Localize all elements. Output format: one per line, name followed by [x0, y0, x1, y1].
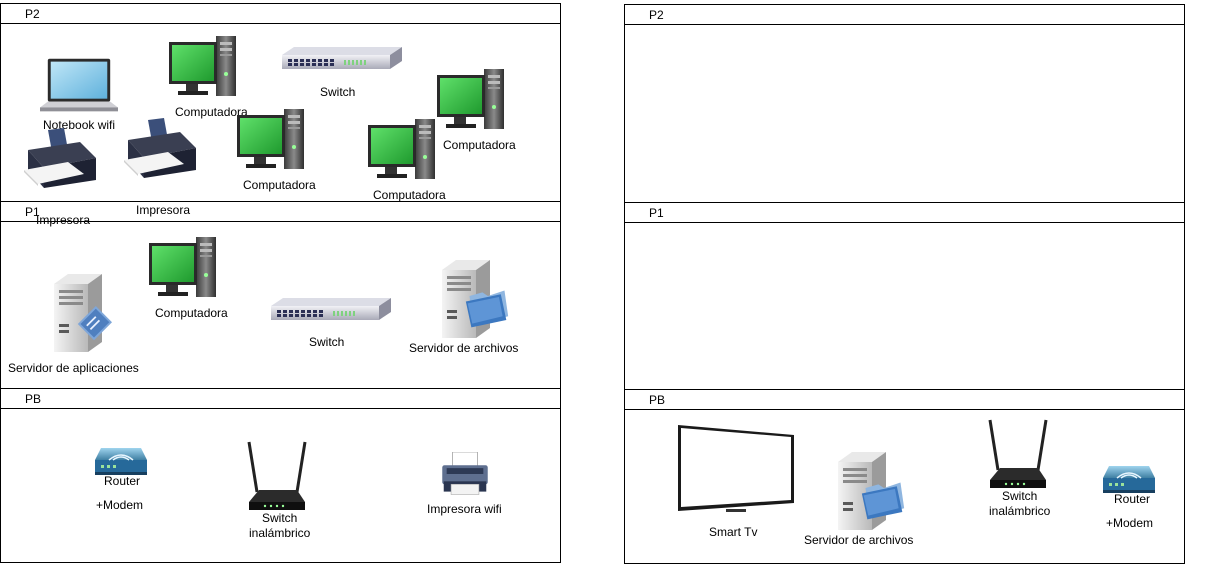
right-floor-p1-panel: [624, 202, 1185, 390]
laptop-icon: [40, 58, 118, 114]
device-label: Smart Tv: [709, 525, 758, 539]
router-icon: [1101, 464, 1157, 494]
floor-label: PB: [25, 392, 42, 406]
router-icon: [93, 446, 149, 476]
computer-icon: [367, 117, 437, 182]
device-label: Servidor de aplicaciones: [8, 361, 139, 375]
computer-icon: [168, 34, 238, 99]
device-label: Computadora: [443, 138, 516, 152]
left-floor-pb-header: PB: [0, 388, 561, 409]
folder-icon: [464, 288, 510, 328]
device-label: Computadora: [175, 105, 248, 119]
device-label: Impresora: [36, 213, 91, 227]
printer-icon: [24, 128, 100, 188]
device-label: Computadora: [373, 188, 446, 202]
floor-label: P1: [25, 205, 40, 219]
device-label: Impresora wifi: [427, 502, 502, 516]
floor-label: P1: [649, 206, 664, 220]
device-label: Impresora: [136, 203, 191, 217]
floor-label: PB: [649, 393, 666, 407]
switch-icon: [282, 47, 402, 71]
device-label: Switch: [262, 511, 298, 525]
smart-tv-icon: [676, 425, 796, 515]
device-label: Router: [104, 474, 141, 488]
device-label: +Modem: [96, 498, 144, 512]
printer-icon: [124, 118, 200, 178]
device-label: inalámbrico: [249, 526, 311, 540]
wireless-router-icon: [988, 418, 1048, 490]
device-label: Switch: [309, 335, 345, 349]
folder-icon: [860, 480, 906, 520]
right-floor-p2-header: P2: [624, 4, 1185, 25]
device-label: inalámbrico: [989, 504, 1051, 518]
computer-icon: [436, 67, 506, 132]
left-floor-p1-header: P1: [0, 201, 561, 222]
switch-icon: [271, 298, 391, 322]
computer-icon: [148, 235, 218, 300]
device-label: Switch: [320, 85, 356, 99]
device-label: Servidor de archivos: [409, 341, 519, 355]
floor-label: P2: [25, 7, 40, 21]
device-label: Computadora: [243, 178, 316, 192]
device-label: Computadora: [155, 306, 228, 320]
left-floor-p2-header: P2: [0, 3, 561, 24]
computer-icon: [236, 107, 306, 172]
device-label: Switch: [1002, 489, 1038, 503]
device-label: Servidor de archivos: [804, 533, 914, 547]
right-floor-p2-panel: [624, 4, 1185, 203]
device-label: +Modem: [1106, 516, 1154, 530]
wifi-printer-icon: [430, 452, 500, 496]
app-card-icon: [76, 306, 112, 342]
right-floor-p1-header: P1: [624, 202, 1185, 223]
floor-label: P2: [649, 8, 664, 22]
device-label: Router: [1114, 492, 1151, 506]
wireless-router-icon: [247, 440, 307, 512]
right-floor-pb-header: PB: [624, 389, 1185, 410]
